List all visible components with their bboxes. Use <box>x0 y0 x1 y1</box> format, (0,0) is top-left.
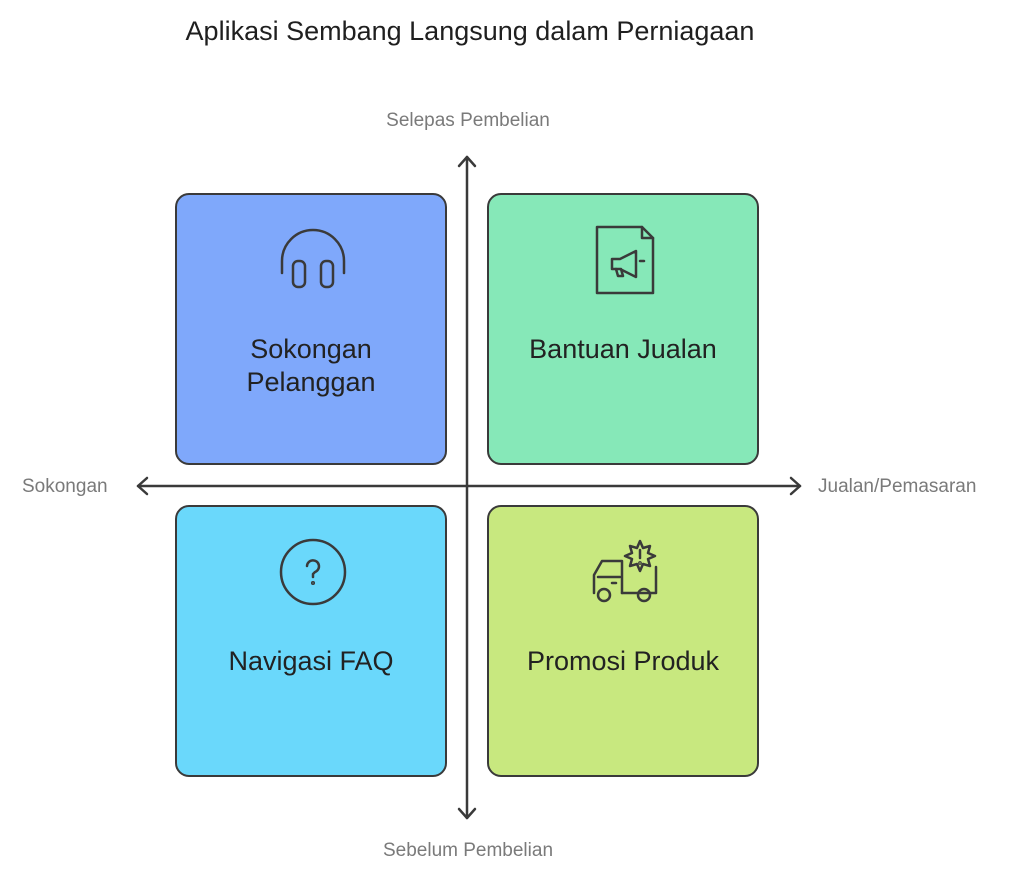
headphones-icon <box>280 228 346 289</box>
arrow-up-icon <box>457 155 477 168</box>
arrow-right-icon <box>789 476 802 496</box>
megaphone-document-icon <box>595 225 655 295</box>
quadrant-label: Bantuan Jualan <box>529 334 717 364</box>
quadrant-customer-support: Sokongan Pelanggan <box>175 193 447 465</box>
quadrant-label: Promosi Produk <box>526 646 720 676</box>
axis-label-right: Jualan/Pemasaran <box>818 476 977 497</box>
delivery-truck-badge-icon <box>592 539 658 603</box>
axis-label-bottom: Sebelum Pembelian <box>382 840 554 861</box>
quadrant-faq-navigation: Navigasi FAQ <box>175 505 447 777</box>
arrow-left-icon <box>136 476 149 496</box>
axis-label-top: Selepas Pembelian <box>386 110 550 131</box>
quadrant-label: Sokongan Pelanggan <box>246 334 376 397</box>
quadrant-product-promotion: Promosi Produk <box>487 505 759 777</box>
diagram-title: Aplikasi Sembang Langsung dalam Perniaga… <box>185 16 755 46</box>
arrow-down-icon <box>457 807 477 820</box>
axis-label-left: Sokongan <box>22 476 108 497</box>
quadrant-label: Navigasi FAQ <box>228 646 394 676</box>
quadrant-sales-assistance: Bantuan Jualan <box>487 193 759 465</box>
question-circle-icon <box>279 538 347 606</box>
